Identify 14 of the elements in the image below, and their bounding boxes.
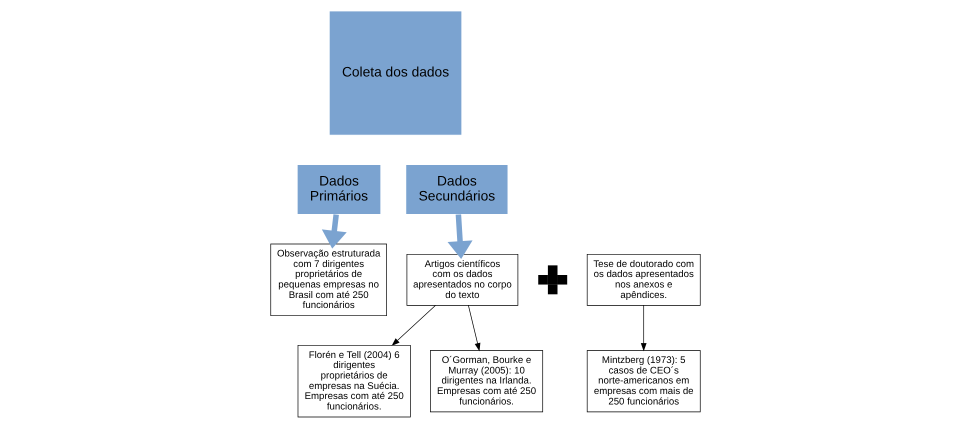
arrow (448, 214, 473, 260)
arrow (322, 214, 347, 249)
node-box: Coleta dos dados (329, 10, 462, 136)
node-box: Florén e Tell (2004) 6 dirigentes proprietários de empresas na Suécia. Empresas com até 250 funcionários. (298, 344, 411, 418)
node-box: O´Gorman, Bourke e Murray (2005): 10 dirigentes na Irlanda. Empresas com até 250 funcionários. (430, 350, 544, 412)
node-box: Observação estruturada com 7 dirigentes proprietários de pequenas empresas no Brasil com até 250 funcionários (270, 244, 387, 316)
node-box: Dados Secundários (406, 164, 508, 215)
node-box: Mintzberg (1973): 5 casos de CEO´s norte-americanos em empresas com mais de 250 funcionários (586, 350, 701, 412)
arrow (640, 305, 647, 352)
node-box: Dados Primários (296, 164, 382, 215)
arrow (392, 305, 436, 346)
node-box: Tese de doutorado com os dados apresentados nos anexos e apêndices. (586, 254, 701, 306)
node-box: Artigos científicos com os dados apresentados no corpo do texto (406, 254, 518, 306)
arrow (468, 305, 480, 352)
